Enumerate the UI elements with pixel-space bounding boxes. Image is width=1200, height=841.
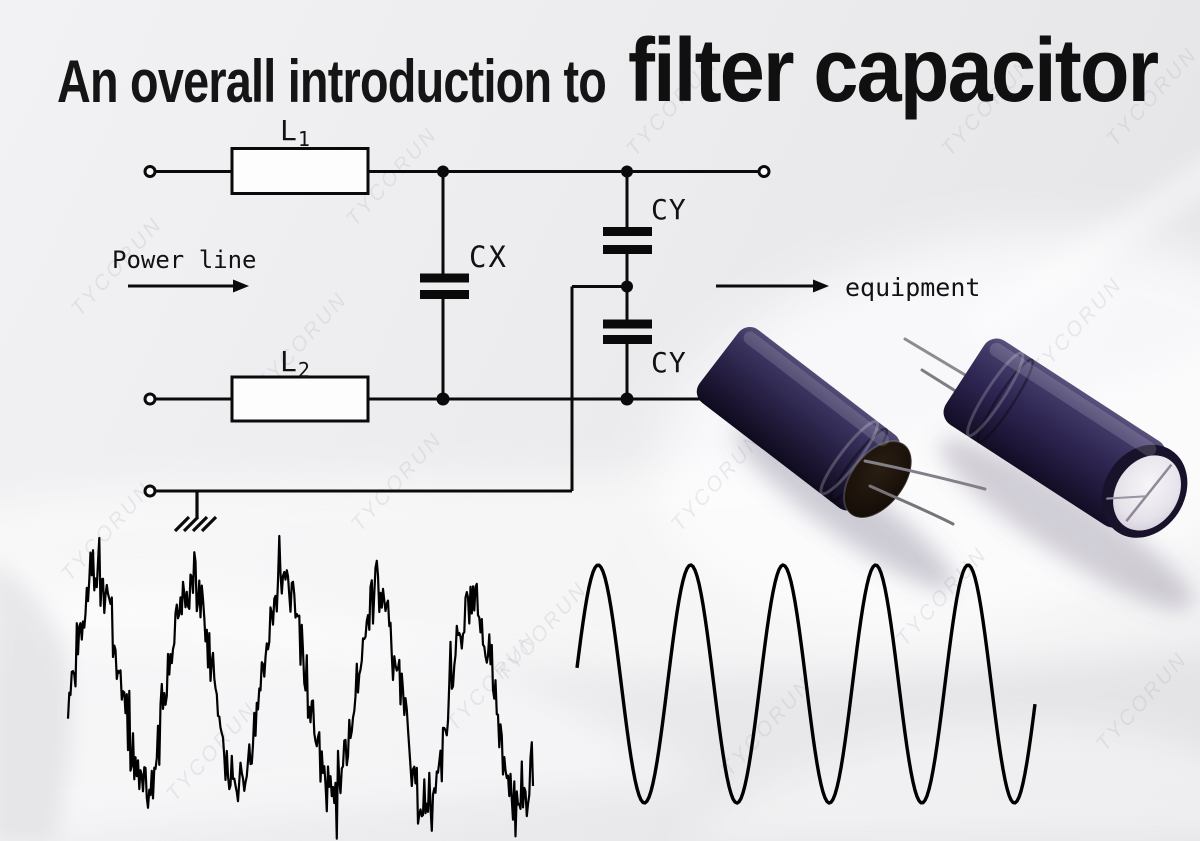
l1-subscript: 1 bbox=[298, 127, 311, 151]
cx-label: CX bbox=[469, 240, 508, 274]
ground-symbol bbox=[173, 491, 218, 533]
right-capacitor bbox=[943, 338, 1188, 538]
background-swoosh bbox=[680, 721, 1200, 841]
vent-score-line bbox=[1106, 495, 1145, 500]
title-prefix: An overall introduction to bbox=[57, 48, 607, 115]
equipment-label: equipment bbox=[845, 273, 980, 302]
cy-bottom-capacitor: CY bbox=[603, 286, 687, 399]
cy-top-capacitor: CY bbox=[603, 171, 687, 287]
cy-midpoint-tap bbox=[570, 285, 627, 491]
l2-letter: L bbox=[280, 345, 298, 378]
power-line-arrow bbox=[128, 279, 249, 293]
background-swoosh bbox=[0, 585, 700, 837]
title-emphasis: filter capacitor bbox=[628, 21, 1159, 121]
l2-inductor: L2 bbox=[230, 345, 370, 423]
junction-dots bbox=[436, 165, 634, 406]
left-capacitor-leads bbox=[863, 459, 987, 526]
background-fold bbox=[960, 160, 1200, 345]
background-fold bbox=[0, 566, 72, 841]
left-capacitor bbox=[696, 326, 913, 519]
l1-inductor: L1 bbox=[230, 114, 370, 195]
l1-letter: L bbox=[280, 114, 298, 147]
terminals bbox=[143, 165, 771, 498]
l2-subscript: 2 bbox=[298, 358, 311, 382]
cy-bottom-label: CY bbox=[651, 346, 687, 379]
vent-score-line bbox=[1125, 463, 1173, 522]
right-capacitor-shadow bbox=[939, 438, 1193, 610]
clean-waveform bbox=[575, 563, 1037, 805]
background-swoosh bbox=[0, 353, 1200, 673]
cy-top-label: CY bbox=[651, 193, 687, 226]
l1-label: L1 bbox=[280, 114, 311, 151]
equipment-arrow bbox=[716, 279, 829, 293]
l2-label: L2 bbox=[280, 345, 311, 382]
power-line-label: Power line bbox=[112, 246, 257, 274]
noisy-waveform bbox=[66, 534, 535, 840]
cx-capacitor: CX bbox=[420, 171, 508, 399]
